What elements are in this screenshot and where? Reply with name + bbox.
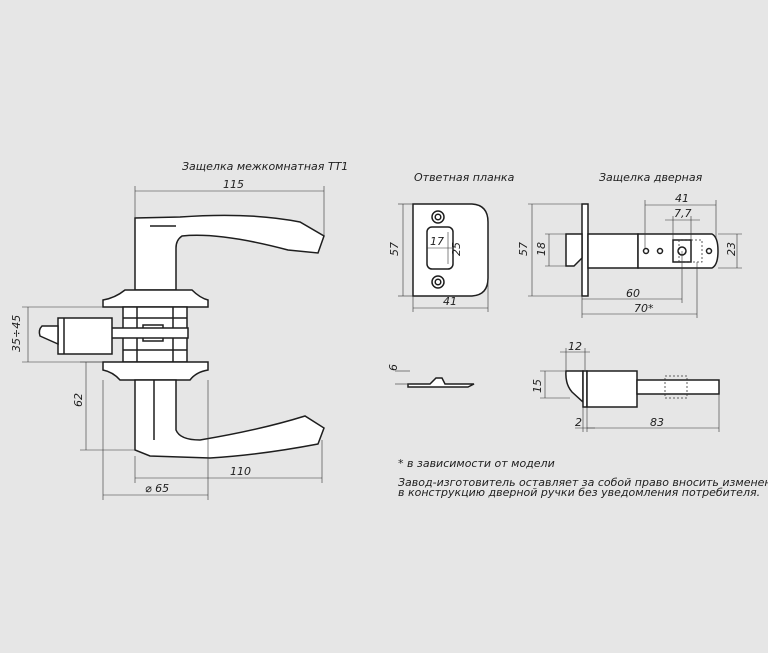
latch-bolt-side — [38, 325, 59, 346]
top-lever — [134, 214, 325, 291]
title-door-latch: Защелка дверная — [599, 171, 703, 184]
top-rosette — [102, 289, 209, 308]
dim-rosette-diameter: ⌀ 65 — [145, 482, 169, 495]
bottom-lever — [134, 379, 325, 459]
latch-bolt — [565, 233, 583, 267]
latch-tube — [587, 233, 639, 269]
strike-plate-drawing: 57 17 25 41 — [388, 203, 489, 312]
door-latch-drawing: 57 18 41 7,7 23 60 70* — [517, 192, 742, 318]
spindle-bar — [107, 327, 189, 339]
side-bolt — [565, 370, 584, 404]
title-strike-plate: Ответная планка — [414, 171, 515, 184]
screw-hole-bottom — [431, 275, 445, 289]
dim-door-thickness: 35÷45 — [10, 315, 23, 352]
dim-handle-top: 115 — [223, 178, 244, 191]
dim-latch-square: 7,7 — [674, 207, 692, 220]
dim-plate-inner-width: 17 — [430, 235, 444, 248]
dim-latch-body-width: 41 — [675, 192, 689, 205]
handle-assembly: 115 35÷45 62 110 ⌀ 65 — [10, 178, 325, 500]
bottom-rosette — [102, 361, 209, 381]
dim-latch-face-height: 57 — [517, 242, 530, 256]
door-latch-side: 12 15 2 83 — [531, 340, 720, 432]
dim-side-length: 83 — [650, 416, 664, 429]
strike-plate-profile — [407, 377, 475, 388]
note-model-dependent: * в зависимости от модели — [398, 457, 555, 470]
note-disclaimer-2: в конструкцию дверной ручки без уведомле… — [398, 486, 760, 499]
title-latch-interior: Защелка межкомнатная ТТ1 — [182, 160, 348, 173]
latch-faceplate — [581, 203, 589, 297]
dim-latch-backset: 60 — [626, 287, 640, 300]
side-tail — [636, 379, 720, 395]
dim-latch-bolt-height: 18 — [535, 242, 548, 256]
dim-lever-height: 62 — [72, 393, 85, 407]
dim-handle-bottom: 110 — [230, 465, 251, 478]
note-disclaimer-1: Завод-изготовитель оставляет за собой пр… — [398, 476, 768, 489]
dim-strike-thickness: 6 — [387, 364, 400, 371]
dim-side-bolt-height: 15 — [531, 379, 544, 393]
dim-plate-height: 57 — [388, 242, 401, 256]
dim-side-bolt-depth: 12 — [568, 340, 582, 353]
dim-latch-backset-max: 70* — [634, 302, 654, 315]
screw-hole-top — [431, 210, 445, 224]
dim-side-face-thickness: 2 — [575, 416, 582, 429]
side-tube — [586, 370, 638, 408]
strike-plate-side: 6 — [387, 364, 475, 388]
dim-plate-inner-height: 25 — [450, 242, 463, 256]
latch-body-side — [57, 317, 113, 355]
dim-latch-body-height: 23 — [725, 242, 738, 256]
dim-plate-width: 41 — [443, 295, 457, 308]
